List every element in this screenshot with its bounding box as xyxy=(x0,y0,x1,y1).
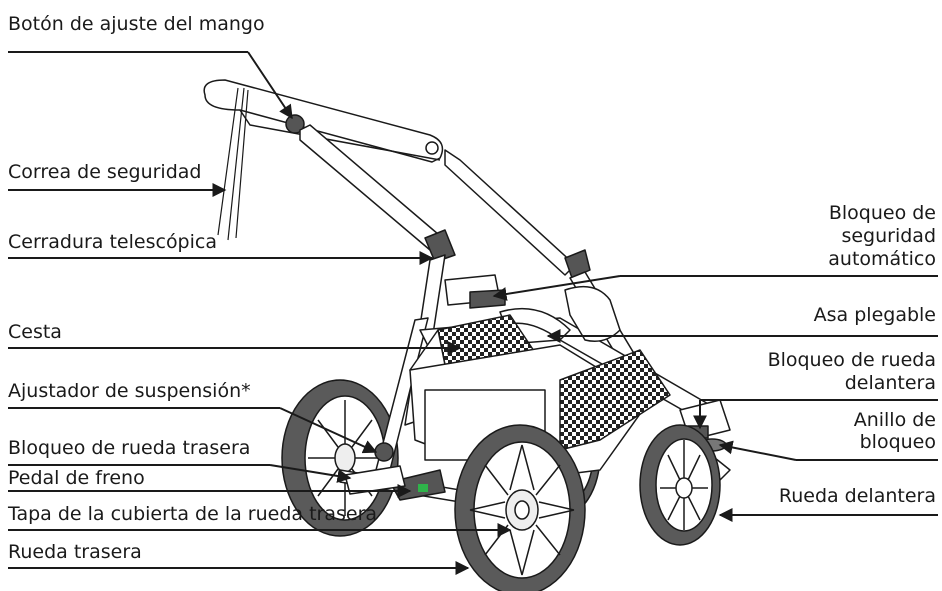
handle-bar xyxy=(203,79,444,163)
label-suspension-adjuster: Ajustador de suspensión* xyxy=(8,380,251,402)
safety-strap xyxy=(217,87,249,241)
label-safety-strap: Correa de seguridad xyxy=(8,161,202,183)
label-front-wheel: Rueda delantera xyxy=(778,485,936,507)
label-locking-ring-2: bloqueo xyxy=(859,431,936,453)
label-rear-wheel-cover-cap: Tapa de la cubierta de la rueda trasera xyxy=(8,503,378,525)
label-handle-button: Botón de ajuste del mango xyxy=(8,13,265,35)
label-auto-safety-lock-3: automático xyxy=(828,248,936,270)
label-basket: Cesta xyxy=(8,321,62,343)
label-auto-safety-lock-2: seguridad xyxy=(841,225,936,247)
stroller-drawing xyxy=(203,79,731,591)
label-locking-ring-1: Anillo de xyxy=(853,409,936,431)
label-front-wheel-lock-2: delantera xyxy=(844,372,936,394)
basket-right xyxy=(559,349,671,451)
rear-wheel-front xyxy=(454,424,586,591)
label-folding-handle: Asa plegable xyxy=(813,304,936,326)
label-telescopic-lock: Cerradura telescópica xyxy=(8,231,217,253)
label-brake-pedal: Pedal de freno xyxy=(8,467,145,489)
label-rear-wheel: Rueda trasera xyxy=(8,541,142,563)
label-auto-safety-lock-1: Bloqueo de xyxy=(828,202,936,224)
front-wheel-front xyxy=(639,424,721,546)
leader-lines xyxy=(8,51,938,575)
label-front-wheel-lock-1: Bloqueo de rueda xyxy=(767,349,936,371)
suspension-knob xyxy=(374,442,394,462)
label-rear-wheel-lock: Bloqueo de rueda trasera xyxy=(8,437,251,459)
